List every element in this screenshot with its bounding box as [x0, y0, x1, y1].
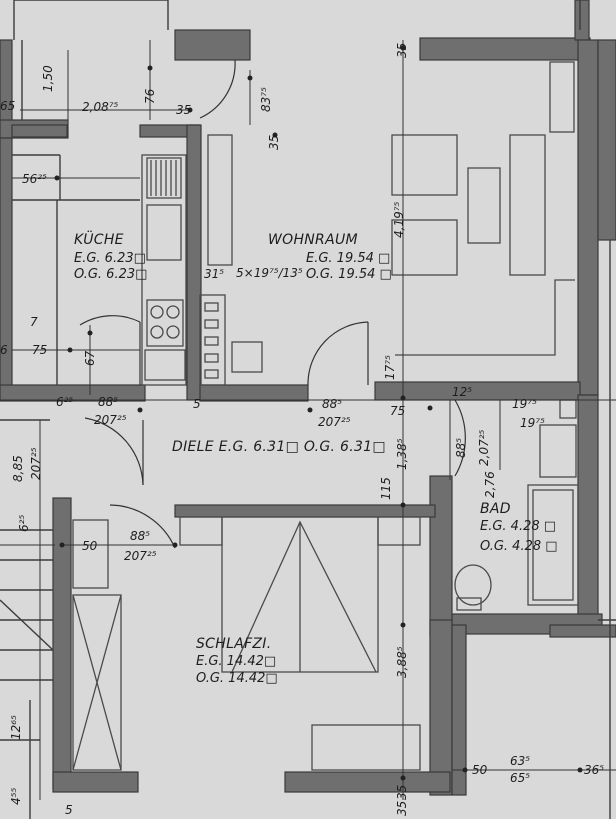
dim-label: 5×19⁷⁵/13⁵: [236, 266, 303, 280]
room-area-schlafzi-og: O.G. 14.42□: [196, 671, 278, 686]
dim-label: 7: [30, 315, 38, 329]
dim-label: 2,76: [483, 471, 497, 498]
dim-label: 17⁷⁵: [383, 355, 397, 380]
dim-label: 63⁵: [510, 754, 531, 768]
dim-label: 207²⁵: [29, 447, 43, 480]
dim-label: 207²⁵: [124, 549, 157, 563]
dim-label: 19⁷⁵: [512, 397, 537, 411]
dim-label: 2,07²⁵: [477, 429, 491, 466]
room-name-schlafzi: SCHLAFZI.: [196, 636, 272, 652]
room-area-bad-og: O.G. 4.28 □: [480, 539, 558, 554]
dim-label: 115: [379, 477, 393, 500]
dim-label: 50: [472, 763, 488, 777]
room-area-bad-eg: E.G. 4.28 □: [480, 519, 557, 534]
dim-label: 4⁵⁵: [9, 787, 23, 805]
dim-label: 31⁵: [204, 267, 225, 281]
dim-label: 75: [32, 343, 48, 357]
dim-label: 67: [83, 350, 97, 366]
dim-label: 207²⁵: [318, 415, 351, 429]
room-name-bad: BAD: [480, 501, 511, 517]
dim-label: 6²⁵: [17, 514, 31, 532]
dim-label: 88⁵: [454, 437, 468, 458]
dim-label: 8,85: [11, 455, 25, 482]
dim-label: 5: [65, 803, 73, 817]
walls: [0, 0, 616, 796]
dimension-ticks: [54, 45, 583, 781]
dim-label: 65: [0, 99, 16, 113]
dimension-lines: [0, 40, 616, 800]
dim-label: 88⁵: [322, 397, 343, 411]
dim-label: 1,50: [41, 65, 55, 92]
door-swings: [79, 59, 466, 549]
room-name-wohnraum: WOHNRAUM: [268, 232, 358, 248]
dim-label: 56²⁵: [22, 172, 47, 186]
dim-label: 75: [390, 404, 406, 418]
room-area-schlafzi-eg: E.G. 14.42□: [196, 654, 277, 669]
dim-label: 88⁵: [130, 529, 151, 543]
dim-label: 3,88⁵: [395, 646, 409, 678]
dim-label: 36⁵: [584, 763, 605, 777]
dim-label: 35: [395, 42, 409, 58]
dim-label: 12⁶⁵: [9, 715, 23, 740]
room-area-wohnraum-og: O.G. 19.54 □: [306, 267, 392, 282]
dim-label: 35: [395, 800, 409, 816]
dim-label: 1,38⁵: [395, 438, 409, 470]
dim-label: 35: [267, 134, 281, 150]
dim-label: 83⁷⁵: [259, 87, 273, 112]
dim-label: 2,08⁷⁵: [82, 100, 119, 114]
room-name-kueche: KÜCHE: [74, 232, 124, 248]
room-area-kueche-og: O.G. 6.23□: [74, 267, 148, 282]
dim-label: 6²⁵: [56, 395, 74, 409]
room-area-wohnraum-eg: E.G. 19.54 □: [306, 251, 391, 266]
dim-label: 35: [395, 784, 409, 800]
room-area-kueche-eg: E.G. 6.23□: [74, 251, 146, 266]
dim-label: 4,19⁷⁵: [392, 201, 406, 238]
dim-label: 50: [82, 539, 98, 553]
dim-label: 76: [143, 88, 157, 104]
dim-label: 19⁷⁵: [520, 416, 545, 430]
dim-label: 207²⁵: [94, 413, 127, 427]
dim-label: 12⁵: [452, 385, 473, 399]
dim-label: 5: [193, 397, 201, 411]
dim-label: 6: [0, 343, 8, 357]
dim-label: 88⁵: [98, 395, 119, 409]
dim-label: 35: [176, 103, 192, 117]
dim-label: 65⁵: [510, 771, 531, 785]
room-label-diele: DIELE E.G. 6.31□ O.G. 6.31□: [172, 439, 386, 455]
